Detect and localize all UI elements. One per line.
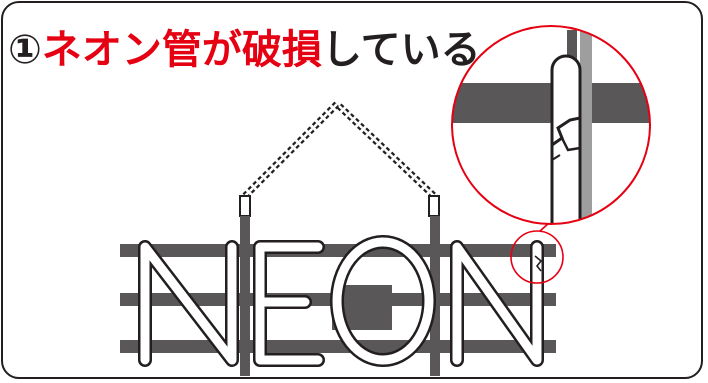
- damage-marker-circle: [510, 230, 564, 284]
- title-highlight: ネオン管が破損: [41, 27, 322, 73]
- step-number: ①: [8, 27, 42, 73]
- title-rest: している: [321, 27, 481, 73]
- page-title: ①ネオン管が破損している: [8, 22, 481, 78]
- magnifier-circle-icon: [451, 25, 651, 225]
- neon-tubes: [138, 235, 544, 367]
- chain-icon: [239, 99, 440, 217]
- crack-icon: [534, 255, 543, 272]
